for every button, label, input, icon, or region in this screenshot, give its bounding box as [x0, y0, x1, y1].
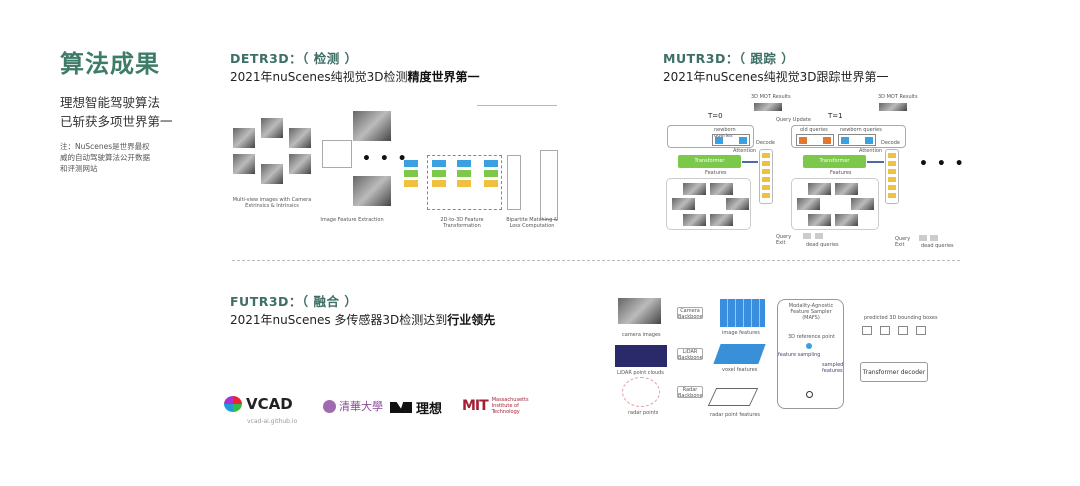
lixiang-logo-text: 理想 [416, 402, 443, 417]
attention-arrow [867, 161, 884, 163]
detr3d-subtitle-plain: 2021年nuScenes纯视觉3D检测 [230, 70, 408, 84]
camera-backbone: Camera Backbone [677, 307, 703, 320]
predictions [507, 155, 521, 210]
label: dead queries [921, 243, 954, 249]
summary-line-1: 理想智能驾驶算法 [60, 95, 161, 110]
camera-image [232, 153, 256, 175]
label: Image Feature Extraction [320, 217, 384, 223]
vcad-logo: VCAD [224, 395, 293, 413]
camera-image [288, 153, 312, 175]
tsinghua-logo-text: 清華大學 [339, 400, 383, 413]
footnote: 注：NuScenes是世界最权威的自动驾驶算法公开数据和评测网站 [60, 142, 150, 173]
label: LiDAR point clouds [617, 370, 664, 376]
mutr3d-subtitle-plain: 2021年nuScenes纯视觉3D跟踪 [663, 70, 841, 84]
transform-block [427, 155, 502, 210]
lixiang-logo-icon [390, 402, 412, 413]
tsinghua-emblem-icon [323, 399, 336, 413]
ground-truth [540, 150, 558, 220]
mafs-block: Modality-Agnostic Feature Sampler (MAFS)… [777, 299, 844, 409]
detr3d-subtitle-bold: 精度世界第一 [407, 70, 480, 84]
label: newborn queries [840, 127, 882, 133]
legend-lines [477, 105, 557, 133]
ellipsis: • • • [362, 151, 409, 167]
transformer-block: Transformer [803, 155, 866, 168]
query-box: old queries newborn queries [791, 125, 906, 148]
label: Query Exit [895, 236, 911, 248]
mit-logo: MIT Massachusetts Institute of Technolog… [462, 397, 529, 415]
label: voxel features [722, 367, 758, 373]
feature-map [352, 110, 392, 142]
mutr3d-diagram: 3D MOT Results 3D MOT Results T=0 T=1 ne… [663, 92, 978, 252]
camera-grid [791, 178, 879, 230]
label: Bipartite Matching & Loss Computation [506, 217, 558, 229]
label: image features [722, 330, 760, 336]
label: 3D reference point [788, 334, 835, 340]
detr3d-subtitle: 2021年nuScenes纯视觉3D检测精度世界第一 [230, 68, 479, 85]
label: Multi-view images with Camera Extrinsics… [232, 197, 312, 209]
futr3d-subtitle-plain: 2021年nuScenes 多传感器3D检测达到 [230, 313, 448, 327]
label: Query Update [776, 117, 811, 123]
mutr3d-subtitle: 2021年nuScenes纯视觉3D跟踪世界第一 [663, 68, 888, 85]
attention-label: Attention [733, 148, 757, 154]
decoded-queries [759, 149, 773, 204]
mutr3d-heading: MUTR3D：（ 跟踪 ） [663, 51, 795, 66]
section-divider [232, 260, 960, 261]
camera-image [232, 127, 256, 149]
vcad-logo-icon [224, 396, 242, 412]
label: sampled features [822, 362, 844, 374]
lixiang-logo: 理想 [390, 398, 442, 417]
label: camera images [622, 332, 661, 338]
camera-image [260, 117, 284, 139]
detr3d-diagram: Multi-view images with Camera Extrinsics… [232, 105, 562, 240]
vcad-logo-text: VCAD [246, 395, 293, 413]
page-title: 算法成果 [60, 50, 160, 78]
futr3d-heading: FUTR3D：（ 融合 ） [230, 294, 358, 309]
decoded-queries [885, 149, 899, 204]
summary-line-2: 已斩获多项世界第一 [60, 114, 173, 129]
ellipsis: • • • [919, 156, 966, 172]
label: feature sampling [778, 352, 821, 358]
camera-image [260, 163, 284, 185]
label: 2D-to-3D Feature Transformation [440, 217, 484, 229]
label: 3D MOT Results [751, 94, 791, 100]
attention-label: Attention [859, 148, 883, 154]
camera-grid [666, 178, 751, 230]
features-label: Features [705, 170, 727, 176]
backbone-icon [322, 140, 352, 168]
radar-backbone: Radar Backbone [677, 386, 703, 399]
label: Query Exit [776, 234, 792, 246]
mit-logo-mark: MIT [462, 398, 489, 414]
label: old queries [800, 127, 828, 133]
camera-image [288, 127, 312, 149]
mit-logo-text: Massachusetts Institute of Technology [491, 397, 529, 415]
mutr3d-subtitle-bold: 世界第一 [840, 70, 889, 84]
label: radar points [628, 410, 659, 416]
label: Decode [756, 140, 775, 146]
tsinghua-logo: 清華大學 [323, 398, 383, 414]
label: Decode [881, 140, 900, 146]
futr3d-subtitle: 2021年nuScenes 多传感器3D检测达到行业领先 [230, 311, 495, 328]
features-label: Features [830, 170, 852, 176]
label: predicted 3D bounding boxes [864, 315, 938, 321]
label: newborn queries [714, 127, 736, 139]
label-t0: T=0 [708, 112, 723, 120]
lidar-backbone: LiDAR Backbone [677, 348, 703, 361]
futr3d-diagram: camera images LiDAR point clouds radar p… [612, 292, 957, 418]
label-t1: T=1 [828, 112, 843, 120]
transformer-block: Transformer [678, 155, 741, 168]
futr3d-subtitle-bold: 行业领先 [447, 313, 496, 327]
feature-map [352, 175, 392, 207]
label: Modality-Agnostic Feature Sampler (MAFS) [788, 303, 834, 321]
vcad-url: vcad-ai.github.io [247, 418, 298, 425]
attention-arrow [742, 161, 758, 163]
label: dead queries [806, 242, 839, 248]
query-box: newborn queries [667, 125, 754, 148]
transformer-decoder: Transformer decoder [860, 362, 928, 382]
label: 3D MOT Results [878, 94, 918, 100]
detr3d-heading: DETR3D：（ 检测 ） [230, 51, 358, 66]
label: radar point features [710, 412, 760, 418]
